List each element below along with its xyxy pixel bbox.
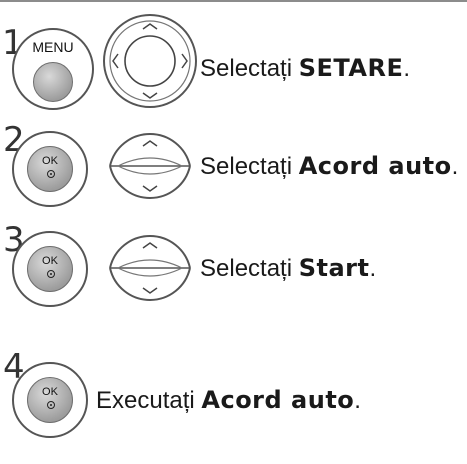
step-verb: Executați xyxy=(96,387,195,414)
step-verb: Selectați xyxy=(200,55,293,82)
step-target: Acord auto xyxy=(201,386,355,414)
ok-dot-icon xyxy=(47,170,55,178)
ok-button[interactable]: OK xyxy=(12,362,88,438)
ok-button-label: OK xyxy=(42,386,58,398)
menu-button-label: MENU xyxy=(32,39,74,55)
step-target: SETARE xyxy=(298,54,404,82)
ok-button-cap xyxy=(27,146,73,192)
ok-dot-icon xyxy=(47,401,55,409)
step-verb: Selectați xyxy=(200,255,299,282)
menu-button-cap xyxy=(33,62,73,102)
step-target: Start xyxy=(298,254,370,282)
step-end: . xyxy=(403,55,411,82)
ok-button-label: OK xyxy=(42,155,58,167)
step-end: . xyxy=(354,387,361,414)
step-instruction: Executați Acord auto. xyxy=(96,386,361,415)
step-verb: Selectați xyxy=(200,153,293,180)
step-instruction: Selectați SETARE. xyxy=(200,54,410,83)
step-target: Acord auto xyxy=(298,152,452,180)
step-end: . xyxy=(451,153,459,180)
ok-button-cap xyxy=(27,377,73,423)
navigation-pad-icon[interactable] xyxy=(102,13,198,109)
up-down-rocker-icon[interactable] xyxy=(102,120,198,212)
ok-button[interactable]: OK xyxy=(12,231,88,307)
ok-dot-icon xyxy=(47,270,55,278)
ok-button-cap xyxy=(27,246,73,292)
up-down-rocker-icon[interactable] xyxy=(102,222,198,314)
ok-button-label: OK xyxy=(42,255,58,267)
step-instruction: Selectați Start. xyxy=(200,254,376,283)
step-instruction: Selectați Acord auto. xyxy=(200,152,458,181)
step-end: . xyxy=(369,255,377,282)
top-divider xyxy=(0,0,467,2)
ok-button[interactable]: OK xyxy=(12,131,88,207)
menu-button[interactable]: MENU xyxy=(12,28,94,110)
